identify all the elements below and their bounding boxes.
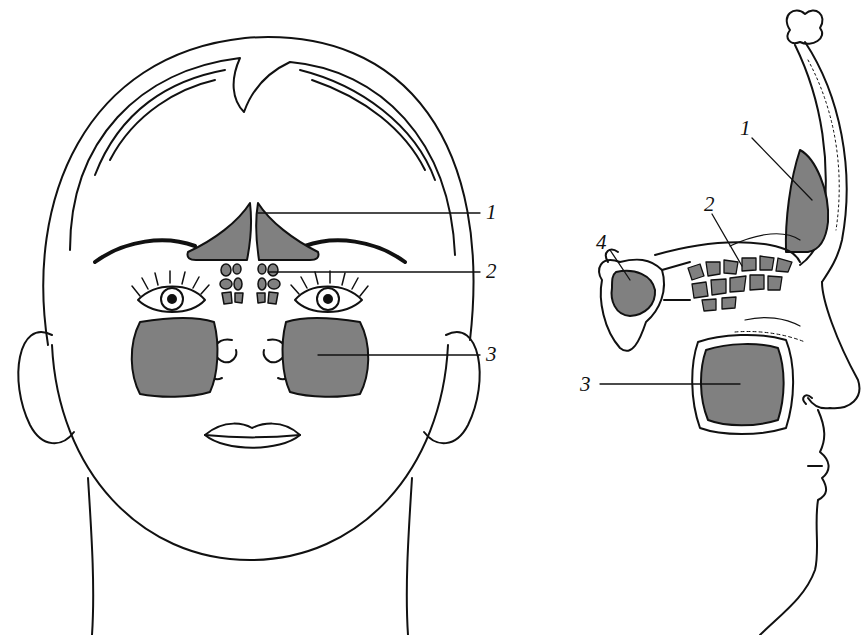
ethmoid-cell — [268, 292, 278, 304]
leader-line — [318, 354, 480, 355]
leader-line — [600, 383, 740, 384]
iris — [161, 288, 183, 310]
ethmoid-cells — [688, 256, 792, 311]
sphenoid-bone — [599, 260, 664, 351]
ethmoid-cell — [268, 264, 278, 276]
ethmoid-cell — [688, 264, 704, 280]
hair-line — [110, 80, 215, 160]
ethmoid-cell — [722, 297, 736, 309]
lips — [205, 424, 300, 448]
ethmoid-cell — [234, 278, 242, 290]
ethmoid-cell — [220, 279, 232, 289]
ethmoid-cell — [222, 292, 232, 304]
face-profile — [808, 282, 859, 408]
callout-number: 3 — [486, 344, 497, 365]
ethmoid-cell — [233, 264, 241, 274]
nostril — [803, 396, 812, 404]
ethmoid-cell — [257, 293, 265, 303]
eyebrow — [95, 240, 195, 262]
ear — [18, 332, 74, 443]
eye — [138, 287, 205, 313]
hair-tuft — [787, 11, 823, 44]
ethmoid-cell — [760, 256, 774, 270]
iris — [317, 288, 339, 310]
eyelashes — [132, 271, 209, 296]
eye — [295, 287, 362, 313]
callout-number: 2 — [704, 194, 715, 215]
sphenoid-link — [662, 262, 690, 300]
callout-number: 4 — [596, 232, 607, 253]
pupil — [324, 295, 332, 303]
eyelashes — [291, 271, 368, 296]
ethmoid-cell — [768, 276, 782, 290]
ethmoid-cell — [730, 276, 746, 292]
leader-line — [258, 212, 480, 213]
callout-number: 1 — [486, 202, 497, 223]
ethmoid-cell — [742, 258, 756, 271]
maxillary-sinus — [132, 318, 218, 397]
leader-line — [752, 138, 812, 200]
ethmoid-cell — [258, 278, 266, 290]
hair-line — [312, 80, 425, 170]
ethmoid-cell — [776, 258, 792, 272]
maxillary-sinus — [283, 318, 369, 397]
ethmoid-cell — [711, 279, 726, 295]
face-outline — [52, 345, 448, 560]
frontal-sinus — [187, 203, 251, 260]
neck — [407, 478, 412, 635]
neck — [88, 478, 93, 635]
leader-line — [610, 250, 630, 280]
head-outline — [43, 37, 473, 345]
ethmoid-cell — [706, 262, 720, 276]
leader-line — [712, 214, 742, 266]
orbit-roof — [730, 234, 800, 246]
ethmoid-cell — [221, 264, 231, 276]
front-face — [18, 37, 480, 635]
ethmoid-cell — [750, 275, 764, 290]
ethmoid-cell — [702, 299, 716, 311]
sphenoid-sinus — [612, 271, 655, 316]
ethmoid-cell — [724, 260, 738, 274]
maxillary-sinus — [701, 344, 784, 425]
face-profile — [760, 410, 829, 635]
ethmoid-cell — [258, 264, 266, 274]
ethmoid-cell — [235, 293, 243, 303]
side-section — [599, 11, 859, 635]
callout-number: 1 — [740, 118, 751, 139]
nasal-duct — [745, 318, 800, 326]
ethmoid-cell — [268, 279, 280, 289]
callout-number: 2 — [486, 261, 497, 282]
ethmoid-cells — [220, 264, 280, 304]
leader-line — [268, 271, 480, 272]
callout-number: 3 — [580, 374, 591, 395]
eyebrow — [305, 240, 405, 262]
hair-line — [95, 70, 225, 175]
frontal-sinus — [256, 203, 318, 260]
lip-line — [205, 435, 300, 437]
ethmoid-cell — [692, 282, 708, 298]
mouth-line — [808, 465, 822, 467]
hair-line — [300, 70, 435, 180]
pupil — [168, 295, 176, 303]
ear — [424, 332, 480, 443]
